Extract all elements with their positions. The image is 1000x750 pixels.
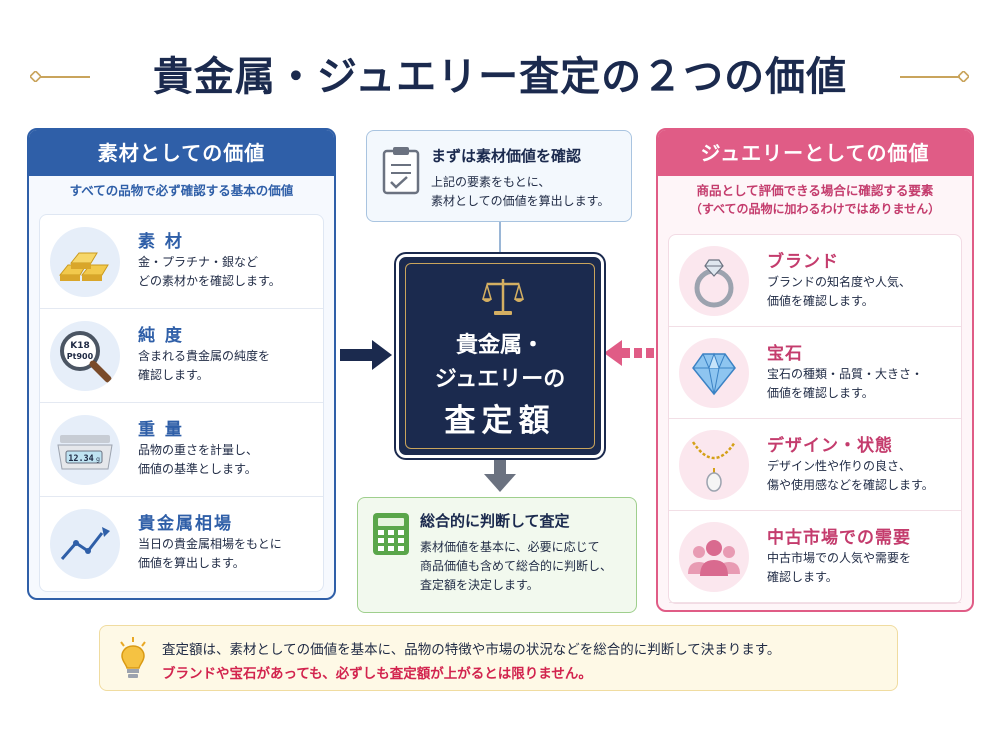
title-rule-right	[900, 76, 960, 78]
list-item-gemstone: 宝石 宝石の種類・品質・大きさ・ 価値を確認します。	[669, 327, 961, 419]
note-line-1: 査定額は、素材としての価値を基本に、品物の特徴や市場の状況などを総合的に判断して…	[162, 642, 781, 658]
appraisal-line-1: 貴金属・	[455, 333, 544, 358]
description-line: 金・プラチナ・銀など	[138, 255, 259, 269]
note-box: 査定額は、素材としての価値を基本に、品物の特徴や市場の状況などを総合的に判断して…	[99, 625, 898, 691]
appraisal-amount-label: 査定額	[444, 403, 556, 439]
lightbulb-icon	[120, 637, 146, 678]
scale-reading: 12.34	[68, 454, 94, 464]
item-title: 重 量	[138, 420, 184, 440]
material-value-heading: 素材としての価値	[29, 130, 334, 176]
list-item-used-market-demand: 中古市場での需要 中古市場での人気や需要を 確認します。	[669, 511, 961, 603]
title-rule-left	[40, 76, 90, 78]
magnifier-icon: K18 Pt900	[50, 321, 120, 391]
connector-line	[499, 222, 501, 254]
first-step-box: まずは素材価値を確認 上記の要素をもとに、 素材としての価値を算出します。	[366, 130, 632, 222]
description-line: 上記の要素をもとに、	[431, 175, 551, 189]
jewelry-value-panel: ジュエリーとしての価値 商品として評価できる場合に確認する要素 （すべての品物に…	[656, 128, 974, 612]
description-line: 傷や使用感などを確認します。	[767, 478, 934, 492]
item-description: ブランドの知名度や人気、 価値を確認します。	[767, 273, 957, 311]
description-line: ブランドの知名度や人気、	[767, 275, 912, 289]
description-line: 素材価値を基本に、必要に応じて	[420, 540, 600, 554]
gold-bars-icon	[50, 227, 120, 297]
description-line: 確認します。	[138, 368, 209, 382]
magnifier-label-1: K18	[70, 341, 90, 351]
item-description: 当日の貴金属相場をもとに 価値を算出します。	[138, 535, 318, 573]
necklace-icon	[679, 430, 749, 500]
item-description: 含まれる貴金属の純度を 確認します。	[138, 347, 318, 385]
page-title: 貴金属・ジュエリー査定の２つの価値	[152, 53, 848, 100]
item-title: ブランド	[767, 252, 839, 272]
gold-frame	[405, 263, 595, 449]
appraisal-line-2: ジュエリーの	[434, 367, 566, 392]
list-item-design-condition: デザイン・状態 デザイン性や作りの良さ、 傷や使用感などを確認します。	[669, 419, 961, 511]
gemstone-icon	[679, 338, 749, 408]
description-line: 価値を確認します。	[767, 386, 874, 400]
description-line: デザイン性や作りの良さ、	[767, 459, 912, 473]
material-value-list: 素 材 金・プラチナ・銀など どの素材かを確認します。 K18 Pt900 純 …	[39, 214, 324, 592]
people-icon	[679, 522, 749, 592]
material-value-subheading: すべての品物で必ず確認する基本の価値	[69, 183, 294, 198]
material-value-panel: 素材としての価値 すべての品物で必ず確認する基本の価値 素 材 金・プラチナ・銀…	[27, 128, 336, 600]
item-title: 純 度	[138, 326, 184, 346]
appraisal-value-box: 貴金属・ ジュエリーの 査定額	[396, 254, 604, 458]
description-line: 価値を算出します。	[138, 556, 245, 570]
list-item-market-price: 貴金属相場 当日の貴金属相場をもとに 価値を算出します。	[40, 497, 323, 591]
dashed-arrow-left-icon	[604, 340, 654, 366]
jewelry-value-heading: ジュエリーとしての価値	[658, 130, 972, 176]
description-line: 宝石の種類・品質・大きさ・	[767, 367, 924, 381]
item-description: 金・プラチナ・銀など どの素材かを確認します。	[138, 253, 318, 291]
scale-unit: g	[96, 456, 100, 463]
jewelry-value-subheading: 商品として評価できる場合に確認する要素	[696, 183, 934, 198]
note-warning: ブランドや宝石があっても、必ずしも査定額が上がるとは限りません。	[162, 666, 592, 682]
list-item-material: 素 材 金・プラチナ・銀など どの素材かを確認します。	[40, 215, 323, 309]
list-item-brand: ブランド ブランドの知名度や人気、 価値を確認します。	[669, 235, 961, 327]
scale-icon: 12.34 g	[50, 415, 120, 485]
clipboard-icon	[382, 147, 420, 195]
description-line: どの素材かを確認します。	[138, 274, 281, 288]
description-line: 価値の基準とします。	[138, 462, 257, 476]
list-item-weight: 12.34 g 重 量 品物の重さを計量し、 価値の基準とします。	[40, 403, 323, 497]
title-row: 貴金属・ジュエリー査定の２つの価値	[0, 46, 1000, 108]
description-line: 商品価値も含めて総合的に判断し、	[420, 559, 613, 573]
item-description: 品物の重さを計量し、 価値の基準とします。	[138, 441, 318, 479]
final-judgement-description: 素材価値を基本に、必要に応じて 商品価値も含めて総合的に判断し、 査定額を決定し…	[420, 538, 630, 595]
item-description: 宝石の種類・品質・大きさ・ 価値を確認します。	[767, 365, 957, 403]
item-title: 宝石	[767, 344, 803, 364]
calculator-icon	[373, 513, 409, 555]
description-line: 含まれる貴金属の純度を	[138, 349, 271, 363]
jewelry-value-list: ブランド ブランドの知名度や人気、 価値を確認します。 宝石 宝石の種類・品質・…	[668, 234, 962, 604]
final-judgement-title: 総合的に判断して査定	[420, 512, 570, 530]
diamond-ornament-icon	[958, 71, 969, 82]
arrow-right-icon	[340, 340, 392, 370]
item-description: デザイン性や作りの良さ、 傷や使用感などを確認します。	[767, 457, 957, 495]
first-step-title: まずは素材価値を確認	[431, 147, 582, 165]
description-line: 中古市場での人気や需要を	[767, 551, 912, 565]
item-title: デザイン・状態	[767, 436, 893, 456]
final-judgement-box: 総合的に判断して査定 素材価値を基本に、必要に応じて 商品価値も含めて総合的に判…	[357, 497, 637, 613]
description-line: 品物の重さを計量し、	[138, 443, 259, 457]
line-chart-icon	[50, 509, 120, 579]
item-description: 中古市場での人気や需要を 確認します。	[767, 549, 957, 587]
item-title: 中古市場での需要	[767, 528, 911, 548]
description-line: 査定額を決定します。	[420, 578, 539, 592]
description-line: 当日の貴金属相場をもとに	[138, 537, 282, 551]
description-line: 価値を確認します。	[767, 294, 874, 308]
balance-scale-icon	[482, 279, 524, 315]
magnifier-label-2: Pt900	[67, 352, 94, 361]
arrow-down-icon	[484, 460, 516, 492]
first-step-description: 上記の要素をもとに、 素材としての価値を算出します。	[431, 173, 627, 211]
item-title: 貴金属相場	[138, 514, 233, 534]
ring-icon	[679, 246, 749, 316]
description-line: 素材としての価値を算出します。	[431, 194, 610, 208]
jewelry-value-note: （すべての品物に加わるわけではありません）	[689, 202, 941, 216]
diamond-ornament-icon	[30, 71, 41, 82]
description-line: 確認します。	[767, 570, 838, 584]
item-title: 素 材	[138, 232, 184, 252]
list-item-purity: K18 Pt900 純 度 含まれる貴金属の純度を 確認します。	[40, 309, 323, 403]
